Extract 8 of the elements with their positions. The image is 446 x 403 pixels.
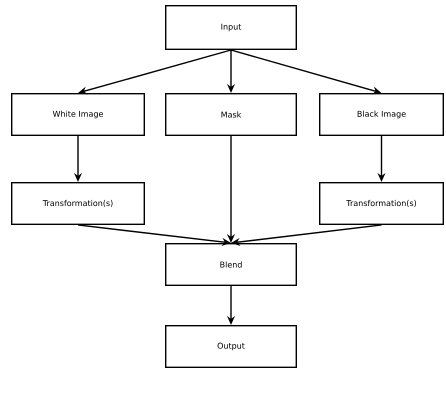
process-box: Output (165, 324, 297, 368)
process-box: Input (165, 5, 297, 50)
process-box: Mask (165, 92, 297, 136)
process-box: White Image (11, 92, 145, 136)
process-box: Black Image (319, 92, 444, 136)
process-box: Blend (165, 242, 297, 286)
process-box: Transformation(s) (319, 182, 444, 225)
process-box: Transformation(s) (11, 182, 145, 225)
